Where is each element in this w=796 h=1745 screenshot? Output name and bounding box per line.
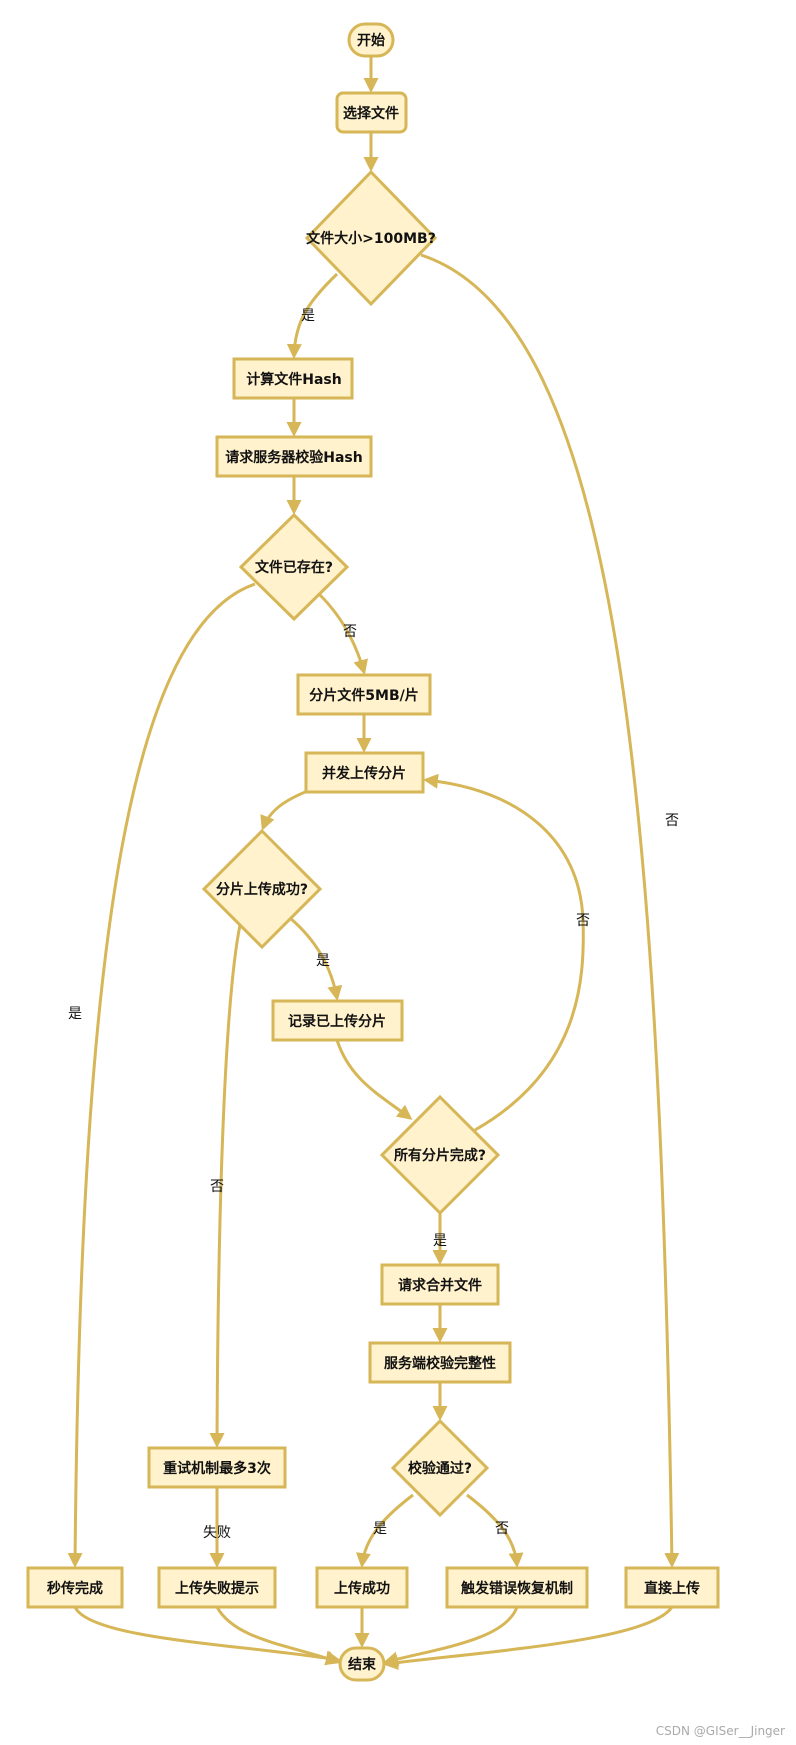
split-chunks-label: 分片文件5MB/片 (309, 687, 418, 704)
request-verify-node (215, 435, 373, 478)
file-exists-label: 文件已存在? (255, 559, 333, 576)
edge-chunksuccess-no-retry (209, 924, 242, 1448)
select-file-label: 选择文件 (343, 105, 399, 122)
upload-chunks-label: 并发上传分片 (322, 765, 406, 782)
label-verify-yes: 是 (373, 1521, 387, 1537)
select-file-node (335, 91, 408, 134)
label-retry-fail: 失败 (203, 1525, 231, 1541)
size-check-label: 文件大小>100MB? (306, 230, 436, 247)
direct-upload-node (624, 1566, 720, 1609)
error-recovery-label: 触发错误恢复机制 (460, 1580, 573, 1597)
label-size-yes: 是 (301, 308, 315, 324)
edge-error-end (383, 1606, 519, 1667)
all-done-decision (379, 1094, 501, 1216)
end-node-label: 结束 (348, 1656, 377, 1673)
server-verify-label: 服务端校验完整性 (384, 1355, 496, 1372)
edge-verifypass-yes-success (355, 1493, 414, 1568)
calc-hash-label: 计算文件Hash (246, 371, 341, 388)
label-exists-no: 否 (343, 624, 357, 640)
split-chunks-node (296, 673, 432, 716)
chunk-success-decision (201, 828, 323, 950)
edge-record-alldone (335, 1039, 413, 1120)
nodes: 开始 选择文件 文件大小>100MB? 计算文件Hash 请求服务器校验Hash… (26, 22, 720, 1682)
label-all-no: 否 (576, 913, 590, 929)
label-all-yes: 是 (433, 1233, 447, 1249)
merge-request-label: 请求合并文件 (398, 1277, 482, 1294)
file-exists-decision (238, 512, 350, 622)
upload-success-node (315, 1566, 409, 1609)
request-verify-label: 请求服务器校验Hash (225, 449, 362, 466)
calc-hash-node (232, 357, 354, 400)
label-chunk-no: 否 (210, 1179, 224, 1195)
edges (67, 56, 680, 1670)
retry-node (147, 1446, 287, 1489)
upload-success-label: 上传成功 (334, 1580, 390, 1597)
edge-failnotice-end (215, 1606, 341, 1666)
edge-chunksuccess-yes-record (289, 916, 343, 1001)
verify-pass-decision (390, 1418, 490, 1518)
record-chunk-label: 记录已上传分片 (288, 1013, 386, 1030)
label-exists-yes: 是 (68, 1006, 82, 1022)
label-verify-no: 否 (495, 1521, 509, 1537)
fail-notice-node (157, 1566, 277, 1609)
edge-direct-end (383, 1606, 674, 1670)
edge-instant-end (73, 1606, 341, 1666)
upload-chunks-node (304, 751, 425, 794)
edge-size-yes-hash (286, 272, 339, 359)
server-verify-node (368, 1341, 512, 1384)
edge-exists-no-split (318, 593, 368, 675)
edge-upload-chunksuccess (260, 788, 311, 831)
watermark: CSDN @GISer__Jinger (656, 1724, 785, 1738)
edge-verifypass-no-error (466, 1493, 524, 1568)
all-done-label: 所有分片完成? (394, 1147, 486, 1164)
direct-upload-label: 直接上传 (644, 1580, 700, 1597)
edge-alldone-no-upload (423, 773, 585, 1132)
edge-labels: 是 否 是 否 是 否 否 是 失败 是 否 (68, 308, 679, 1541)
instant-done-node (26, 1566, 124, 1609)
label-chunk-yes: 是 (316, 953, 330, 969)
size-check-decision (304, 169, 438, 307)
label-size-no: 否 (665, 813, 679, 829)
end-node (338, 1646, 386, 1682)
edge-exists-yes-instant (67, 582, 256, 1568)
instant-done-label: 秒传完成 (47, 1580, 103, 1597)
retry-label: 重试机制最多3次 (163, 1460, 271, 1477)
start-node-label: 开始 (357, 32, 385, 49)
error-recovery-node (445, 1566, 589, 1609)
edge-size-no-direct (420, 253, 680, 1568)
verify-pass-label: 校验通过? (408, 1460, 472, 1477)
chunk-success-label: 分片上传成功? (216, 881, 308, 898)
merge-request-node (380, 1263, 500, 1306)
record-chunk-node (271, 999, 404, 1042)
fail-notice-label: 上传失败提示 (175, 1580, 259, 1597)
start-node (347, 22, 395, 58)
